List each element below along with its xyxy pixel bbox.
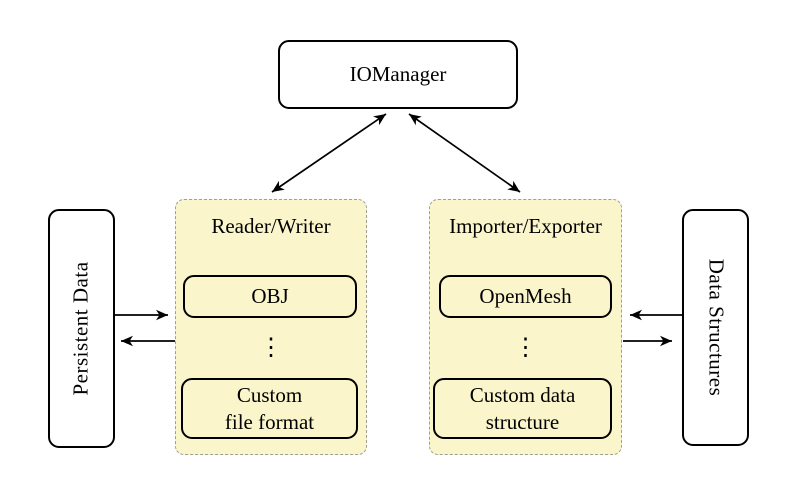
panel-importer-exporter-title: Importer/Exporter (449, 214, 602, 238)
panel-reader-writer-title: Reader/Writer (211, 214, 331, 238)
reader-writer-ellipsis: ⋮ (259, 335, 283, 361)
custom-data-structure-line2: structure (485, 409, 560, 434)
panel-importer-exporter: Importer/Exporter OpenMesh ⋮ Custom data… (429, 199, 622, 455)
obj-label: OBJ (251, 284, 289, 308)
arrow-iomanager-importer-exporter (408, 113, 521, 193)
openmesh-label: OpenMesh (479, 284, 572, 308)
iomanager-label: IOManager (349, 62, 447, 86)
arrow-iomanager-reader-writer (271, 113, 387, 193)
persistent-data-label: Persistent Data (69, 261, 93, 396)
node-custom-data-structure: Custom data structure (433, 378, 612, 439)
node-persistent-data: Persistent Data (48, 209, 115, 448)
data-structures-label: Data Structures (704, 258, 729, 397)
node-openmesh: OpenMesh (439, 275, 612, 318)
importer-exporter-ellipsis: ⋮ (513, 335, 538, 361)
custom-data-structure-line1: Custom data (469, 382, 576, 407)
node-custom-file-format: Custom file format (181, 378, 358, 439)
node-iomanager: IOManager (278, 40, 518, 109)
node-obj: OBJ (183, 275, 357, 318)
custom-file-format-line2: file format (224, 409, 315, 434)
custom-file-format-line1: Custom (236, 382, 303, 407)
panel-reader-writer: Reader/Writer OBJ ⋮ Custom file format (175, 199, 367, 455)
node-data-structures: Data Structures (682, 209, 749, 446)
